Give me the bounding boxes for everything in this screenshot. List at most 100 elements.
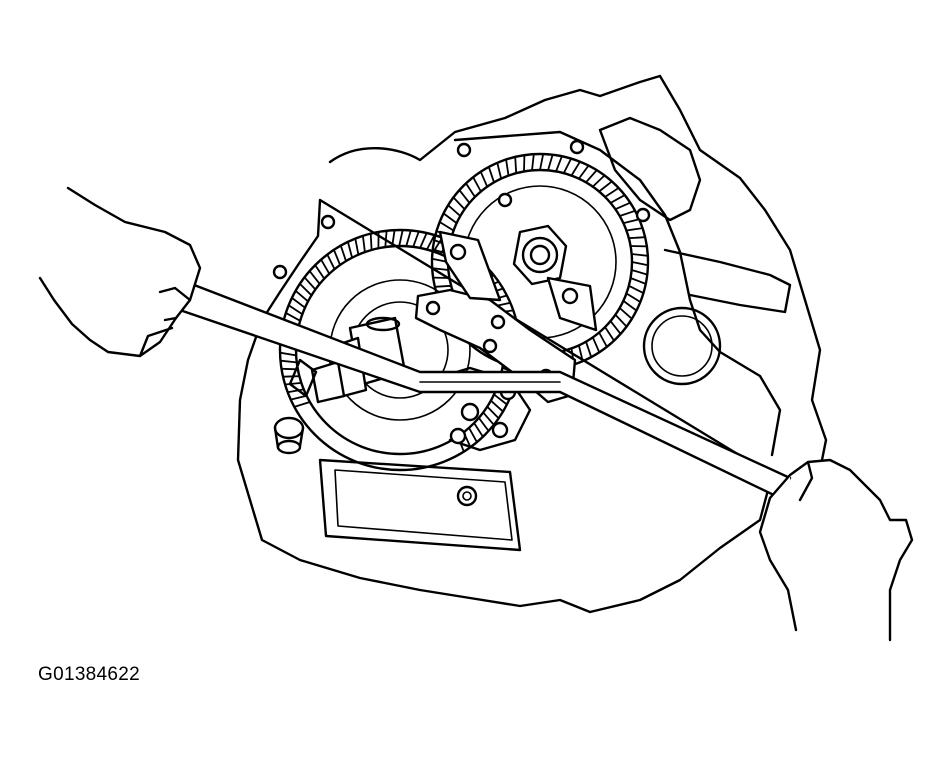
gear-tooth [458,189,471,204]
gear-tooth [285,382,302,386]
gear-tooth [465,182,476,198]
gear-tooth [622,300,638,312]
case-rear-housing [598,116,702,222]
gear-tooth [628,236,646,240]
gear-tooth [384,230,388,248]
gear-tooth [496,162,502,179]
gear-tooth [585,341,593,358]
gear-tooth [619,307,633,320]
gear-tooth [514,156,518,174]
case-flange [453,130,782,457]
gear-tooth [479,171,489,187]
gear-tooth [614,314,628,328]
gear-tooth [585,169,598,183]
gear-tooth [631,253,648,257]
gear-tooth [570,161,581,176]
figure-code-label: G01384622 [38,664,141,685]
gear-tooth [591,337,601,353]
pinion-gear [428,366,532,452]
gear-tooth [333,249,341,266]
gear-tooth [628,284,644,294]
gear-tooth [280,359,297,364]
gear-tooth [539,153,545,171]
holding-tool-arms [438,230,598,332]
gear-tooth [391,229,396,247]
gear-tooth [354,238,360,255]
gear-tooth [619,209,636,217]
gear-tooth [610,194,626,204]
gear-tooth [314,264,326,280]
oil-pan [318,458,522,552]
gear-tooth [294,401,311,408]
gear-tooth [598,332,608,348]
gear-tooth [578,345,584,362]
gear-tooth [626,227,643,232]
gear-tooth [598,180,613,193]
gear-tooth [287,388,304,394]
gear-tooth [487,166,495,183]
gear-tooth [412,231,420,248]
right-hand [758,458,914,642]
gear-tooth [623,218,640,224]
gear-tooth [578,164,590,180]
gear-tooth [290,394,307,401]
gear-tooth [432,267,449,271]
gear-tooth [630,277,647,285]
gear-tooth [490,399,504,413]
gear-tooth [282,375,300,378]
seal-opening [642,306,722,386]
gear-tooth [303,276,317,291]
oil-pan-inner [334,469,513,541]
gear-tooth [531,154,535,171]
gear-tooth [468,427,478,443]
case-side-boss [663,248,792,314]
gear-tooth [493,393,508,406]
gear-tooth [486,405,500,419]
gear-tooth [609,320,622,335]
gear-tooth [426,234,436,250]
gear-tooth [547,154,554,171]
locknut [512,224,568,286]
drain-bolt [456,485,478,507]
gear-tooth [285,312,301,322]
gear-tooth [447,204,461,217]
dowel-pin [273,416,305,455]
transaxle-case-outline [236,74,828,614]
gear-tooth [419,232,428,249]
gear-tooth [562,158,572,174]
gear-tooth [631,261,649,267]
gear-tooth [308,270,321,285]
gear-tooth [615,201,631,211]
gear-tooth [326,254,336,270]
gear-tooth [369,233,373,251]
gear-tooth [478,417,490,432]
gear-tooth [434,284,452,288]
gear-tooth [288,304,303,315]
gear-tooth [631,269,648,276]
gear-tooth [299,283,313,296]
gear-tooth [452,196,466,210]
gear-tooth [626,292,641,303]
gear-tooth [291,297,306,309]
gear-tooth [555,155,563,172]
gear-tooth [405,230,412,247]
case-bolts [272,139,651,280]
gear-tooth [320,259,331,275]
gear-tooth [347,241,353,258]
gear-tooth [339,245,347,262]
gear-tooth [362,235,366,253]
gear-tooth [505,159,510,176]
gear-tooth [295,290,309,303]
gear-tooth [604,326,615,342]
gear-tooth [472,176,482,192]
gear-tooth [398,229,404,247]
gear-tooth [473,422,484,438]
gear-tooth [439,221,454,232]
left-hand [38,186,202,358]
gear-tooth [604,187,620,198]
gear-tooth [442,212,458,224]
gear-tooth [482,411,495,426]
gear-tooth [592,174,606,188]
gear-tooth [279,351,297,357]
